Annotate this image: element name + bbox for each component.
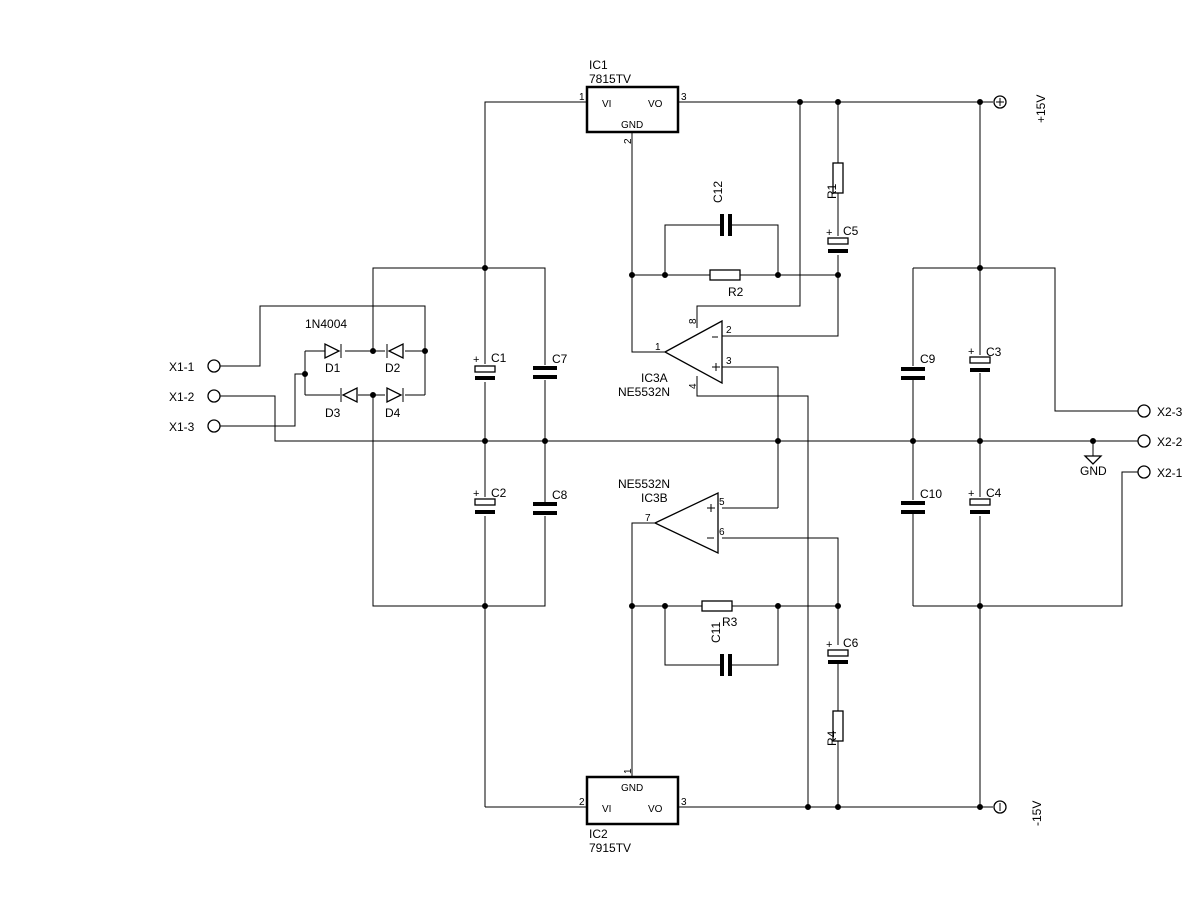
ic2-vi-label: VI	[602, 804, 611, 815]
ic1-regulator: IC1 7815TV VI VO GND 1 3 2	[579, 58, 687, 144]
d2-label: D2	[385, 361, 401, 375]
ic2-part: 7915TV	[589, 841, 631, 855]
input-connectors: X1-1 X1-2 X1-3	[169, 359, 221, 434]
x1-3-pad	[207, 419, 221, 433]
r1-label: R1	[825, 183, 839, 199]
c7-label: C7	[552, 352, 568, 366]
plus-15v-rail: +15V	[993, 95, 1048, 123]
gnd-label: GND	[1080, 464, 1107, 478]
ic2-pin-gnd: 1	[623, 768, 634, 774]
capacitors: C12 C11 + C5 + C6 + C1 + C2 C7 C8	[473, 181, 1002, 676]
ic3b-pin-noninv: 5	[719, 497, 725, 508]
ic2-pin-vi: 2	[579, 797, 585, 808]
ic3b-part: NE5532N	[618, 477, 670, 491]
ic2-regulator: GND VI VO 2 3 1 IC2 7915TV	[579, 768, 687, 855]
ic1-vi-label: VI	[602, 99, 611, 110]
c1-plus: +	[473, 354, 479, 366]
ic2-ref: IC2	[589, 827, 608, 841]
c4-plus: +	[968, 488, 974, 500]
c3-label: C3	[986, 345, 1002, 359]
ground-symbol: GND	[1080, 455, 1107, 478]
c2-plus: +	[473, 488, 479, 500]
x2-1-label: X2-1	[1157, 466, 1183, 480]
ic3a-pin-vcc: 8	[688, 318, 699, 324]
resistors: R1 R2 R3 R4	[701, 162, 844, 746]
ic2-gnd-label: GND	[621, 783, 643, 794]
ic1-part: 7815TV	[589, 72, 631, 86]
c8-label: C8	[552, 488, 568, 502]
x2-3-label: X2-3	[1157, 405, 1183, 419]
ic3a-part: NE5532N	[618, 385, 670, 399]
r4-label: R4	[825, 730, 839, 746]
c3-plus: +	[968, 346, 974, 358]
output-connectors: X2-3 X2-2 X2-1	[1137, 404, 1183, 480]
ic3b-pin-inv: 6	[719, 527, 725, 538]
c11-label: C11	[709, 622, 723, 643]
diode-part: 1N4004	[305, 317, 347, 331]
c12-label: C12	[711, 181, 725, 203]
c6-plus: +	[826, 639, 832, 651]
r3-label: R3	[722, 615, 738, 629]
ic2-vo-label: VO	[648, 804, 663, 815]
c5-label: C5	[843, 224, 859, 238]
x1-2-label: X1-2	[169, 390, 195, 404]
ic1-pin-vo: 3	[681, 92, 687, 103]
minus-rail-label: -15V	[1030, 801, 1044, 826]
c5-plus: +	[826, 227, 832, 239]
ic1-pin-gnd: 2	[623, 138, 634, 144]
x1-1-pad	[207, 359, 221, 373]
r2-label: R2	[728, 285, 744, 299]
d1-label: D1	[325, 361, 341, 375]
plus-rail-label: +15V	[1034, 95, 1048, 123]
ic3a-opamp: 1 2 3 8 4 IC3A NE5532N	[618, 318, 732, 399]
x2-2-pad	[1137, 434, 1151, 448]
x1-2-pad	[207, 389, 221, 403]
d3-label: D3	[325, 406, 341, 420]
ic3b-pin-out: 7	[645, 513, 651, 524]
ic1-gnd-label: GND	[621, 120, 643, 131]
ic3a-pin-inv: 2	[726, 325, 732, 336]
c10-label: C10	[920, 487, 942, 501]
c1-label: C1	[491, 351, 507, 365]
x2-3-pad	[1137, 404, 1151, 418]
minus-15v-rail: -15V	[993, 800, 1044, 826]
c9-label: C9	[920, 352, 936, 366]
x2-2-label: X2-2	[1157, 435, 1183, 449]
ic1-pin-vi: 1	[579, 92, 585, 103]
ic3a-pin-noninv: 3	[726, 356, 732, 367]
x2-1-pad	[1137, 465, 1151, 479]
junctions	[302, 99, 1096, 810]
ic1-ref: IC1	[589, 58, 608, 72]
ic3b-opamp: 7 5 6 NE5532N IC3B	[618, 477, 725, 555]
x1-3-label: X1-3	[169, 420, 195, 434]
d4-label: D4	[385, 406, 401, 420]
wires	[220, 101, 1138, 808]
ic3a-pin-vee: 4	[688, 383, 699, 389]
ic3a-ref: IC3A	[641, 371, 668, 385]
c2-label: C2	[491, 486, 507, 500]
c4-label: C4	[986, 486, 1002, 500]
ic1-vo-label: VO	[648, 99, 663, 110]
ic3a-pin-out: 1	[655, 342, 661, 353]
ic3b-ref: IC3B	[641, 491, 668, 505]
ic2-pin-vo: 3	[681, 797, 687, 808]
x1-1-label: X1-1	[169, 360, 195, 374]
c6-label: C6	[843, 636, 859, 650]
bridge-rectifier: 1N4004 D1 D2 D3 D4	[305, 317, 404, 420]
